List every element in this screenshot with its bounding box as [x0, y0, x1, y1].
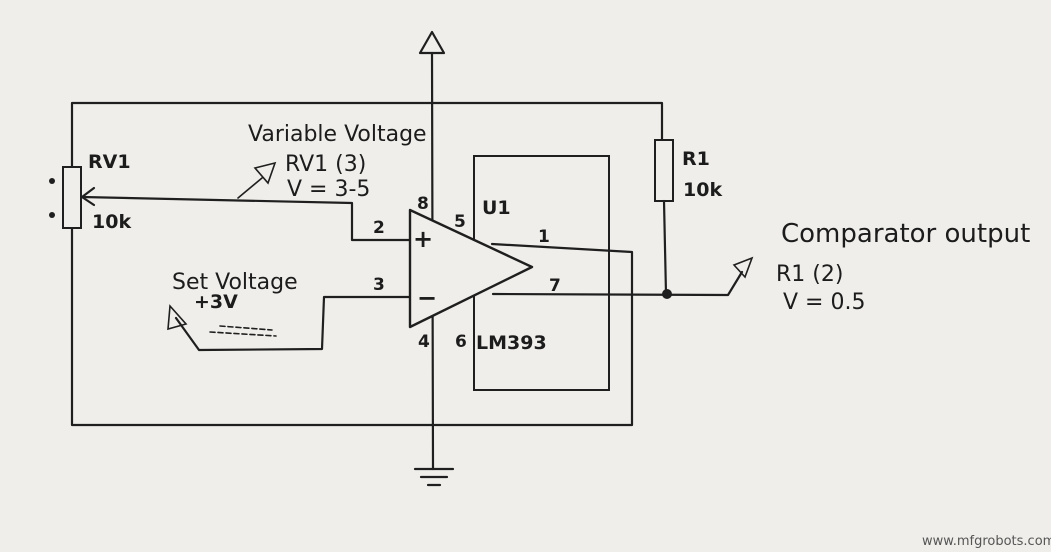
variable-voltage-probe-icon — [237, 161, 277, 199]
pin-3-label: 3 — [373, 275, 385, 295]
comparator-triangle — [408, 208, 534, 329]
chip-name-label: LM393 — [476, 332, 547, 354]
pin-8-label: 8 — [417, 194, 429, 214]
vcc-symbol-icon — [418, 30, 446, 55]
rv1-value-label: 10k — [92, 211, 131, 233]
rv1-probe-label: RV1 (3) — [285, 152, 366, 177]
set-voltage-dashes — [209, 325, 277, 337]
pin-5-label: 5 — [454, 212, 466, 232]
pin-6-label: 6 — [455, 332, 467, 352]
comparator-output-label: Comparator output — [781, 219, 1030, 249]
set-voltage-probe-icon — [167, 304, 188, 331]
output-junction-dot — [662, 289, 672, 299]
r1-label: R1 — [682, 148, 710, 170]
ground-symbol-icon — [413, 467, 455, 487]
inverting-sign: − — [417, 284, 437, 312]
outer-loop-wire — [70, 101, 664, 427]
watermark: www.mfgrobots.com — [922, 534, 1051, 549]
rv1-label: RV1 — [88, 151, 131, 173]
r1-wire — [662, 199, 668, 296]
variable-voltage-label: Variable Voltage — [248, 122, 427, 147]
set-voltage-wire — [174, 295, 412, 352]
rv1-terminal-top — [49, 178, 55, 184]
pin-4-label: 4 — [418, 332, 430, 352]
pin-7-label: 7 — [549, 276, 561, 296]
comparator-output-probe-icon — [732, 256, 754, 279]
pin-1-label: 1 — [538, 227, 550, 247]
r1-resistor-body — [654, 139, 674, 202]
rv1-probe-voltage: V = 3-5 — [287, 177, 370, 202]
pin-2-label: 2 — [373, 218, 385, 238]
noninverting-sign: + — [413, 225, 433, 253]
set-voltage-value: +3V — [194, 291, 238, 313]
output-wire — [491, 270, 744, 297]
r1-probe-label: R1 (2) — [776, 262, 843, 287]
r1-value-label: 10k — [683, 179, 722, 201]
rv1-wiper-wire — [80, 195, 412, 242]
rv1-resistor-body — [62, 166, 82, 229]
u1-label: U1 — [482, 197, 511, 219]
rv1-terminal-bottom — [49, 212, 55, 218]
r1-probe-voltage: V = 0.5 — [783, 290, 865, 315]
set-voltage-label: Set Voltage — [172, 270, 298, 295]
